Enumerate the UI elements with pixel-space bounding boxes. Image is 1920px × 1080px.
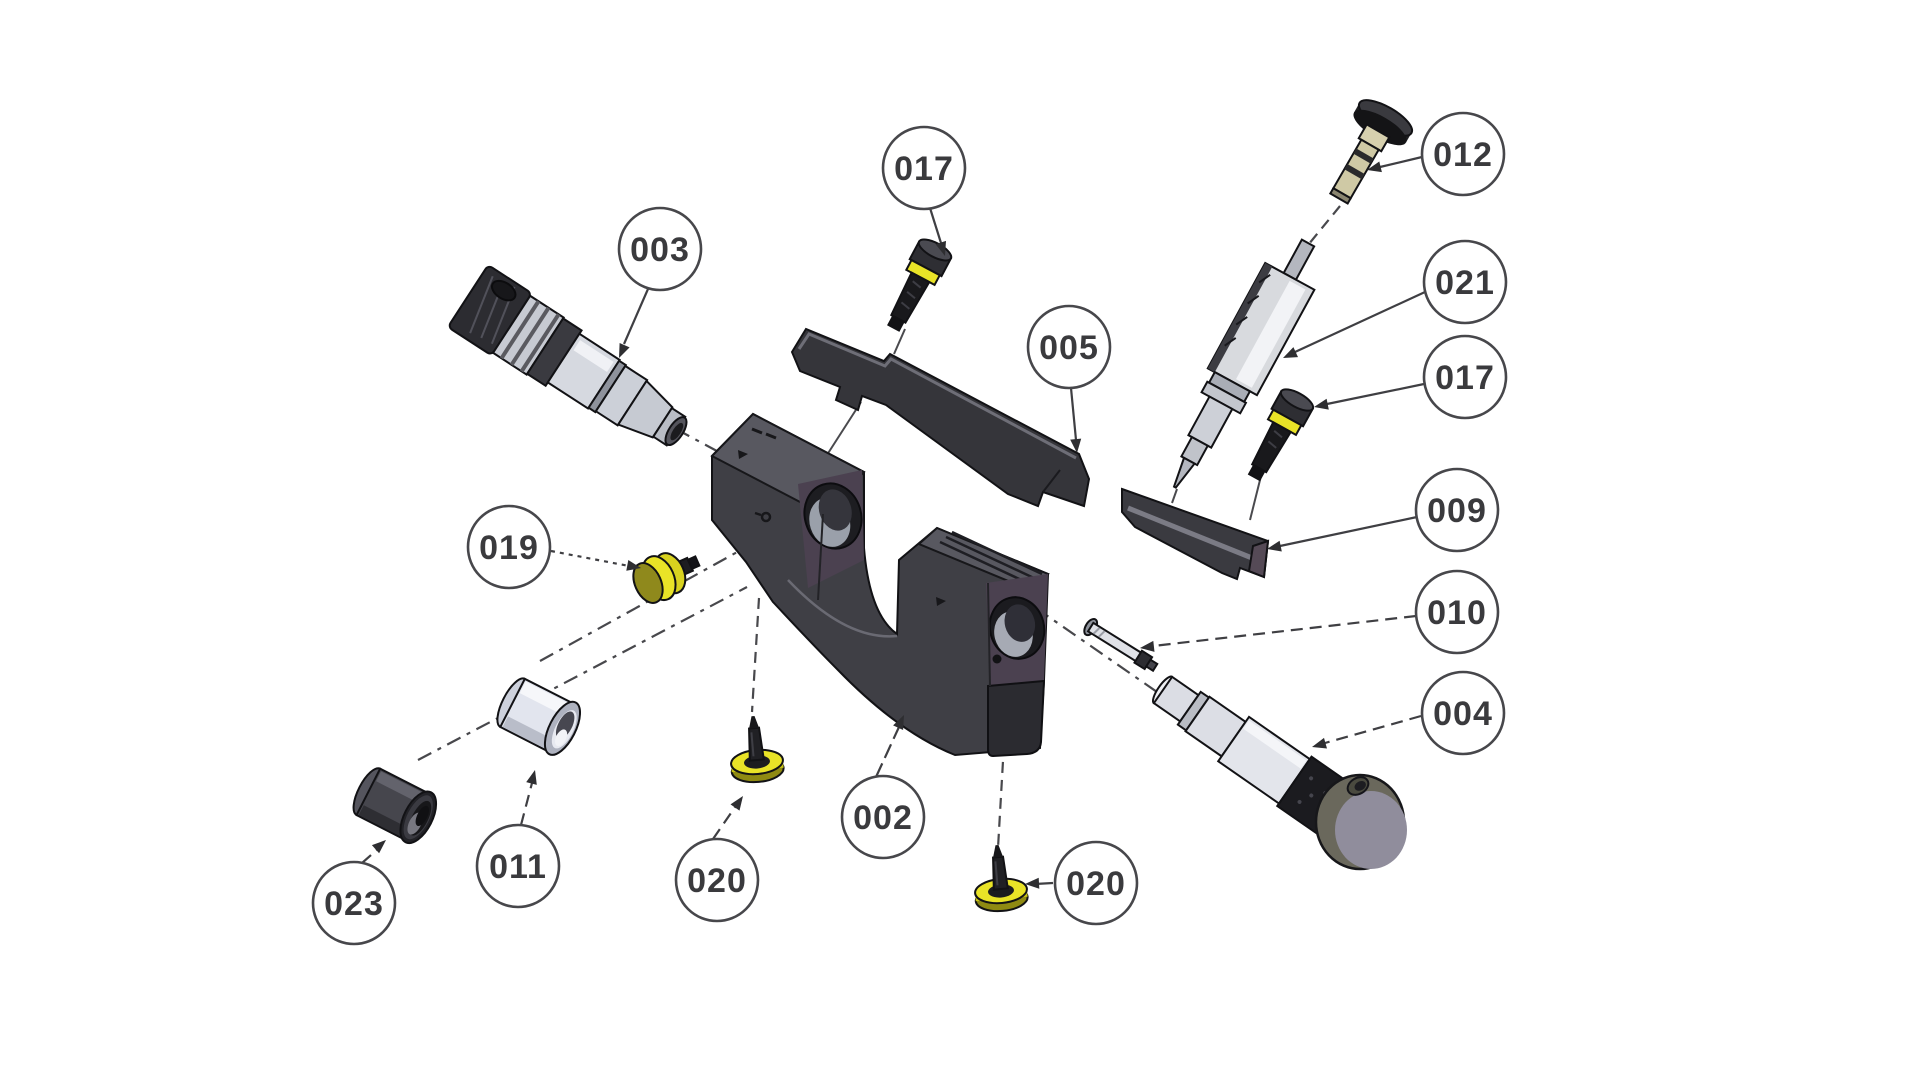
leader-011 <box>519 770 537 826</box>
part-012 <box>1328 99 1414 205</box>
balloon-003: 003 <box>617 206 703 292</box>
leaders <box>361 155 1426 889</box>
balloon-label: 023 <box>324 885 384 923</box>
axis-pin-to-cartridge <box>1035 607 1171 702</box>
leader-arrowhead <box>1283 347 1298 358</box>
leader-arrowhead <box>526 770 537 785</box>
balloon-label: 012 <box>1433 136 1493 174</box>
leader-023 <box>361 840 386 864</box>
leader-arrowhead <box>1267 540 1282 552</box>
leader-arrowhead <box>935 240 946 256</box>
balloon-023: 023 <box>311 860 397 946</box>
leader-arrowhead <box>1367 161 1382 173</box>
balloon-label: 009 <box>1427 492 1487 530</box>
leader-020-right <box>1025 877 1054 889</box>
balloon-017-right: 017 <box>1422 334 1508 420</box>
balloon-021: 021 <box>1422 239 1508 325</box>
balloon-label: 020 <box>1066 865 1126 903</box>
leader-019 <box>550 549 641 571</box>
part-019 <box>632 552 701 604</box>
body-small-hole-icon <box>992 654 1002 664</box>
leader-arrowhead <box>1140 640 1155 652</box>
balloon-019: 019 <box>466 504 552 590</box>
balloon-010: 010 <box>1414 569 1500 655</box>
leader-arrowhead <box>619 343 630 358</box>
body-bottom-block <box>987 679 1046 758</box>
balloon-label: 017 <box>1435 359 1495 397</box>
balloons: 017 012 003 021 005 017 009 019 <box>311 111 1508 946</box>
leader-arrowhead <box>626 560 641 571</box>
axis-screw012-to-021 <box>1303 205 1341 251</box>
balloon-label: 017 <box>894 150 954 188</box>
leader-017-right <box>1314 382 1425 410</box>
balloon-label: 003 <box>630 231 690 269</box>
balloon-label: 002 <box>853 799 913 837</box>
part-017-top <box>887 238 953 332</box>
balloon-011: 011 <box>475 823 561 909</box>
leader-arrowhead <box>1070 438 1082 453</box>
part-002 <box>710 412 1050 758</box>
part-023 <box>352 767 438 845</box>
leader-arrowhead <box>1025 877 1040 889</box>
balloon-017-top: 017 <box>881 125 967 211</box>
balloon-label: 004 <box>1433 695 1493 733</box>
part-017-right <box>1247 388 1315 482</box>
balloon-005: 005 <box>1026 304 1112 390</box>
leader-003 <box>619 288 650 358</box>
leader-004 <box>1312 714 1422 749</box>
leader-009 <box>1267 515 1418 552</box>
cap-hole-icon <box>490 279 517 302</box>
leader-arrowhead <box>893 715 904 730</box>
balloon-label: 011 <box>489 848 547 886</box>
balloon-020-left: 020 <box>674 837 760 923</box>
leader-017-top <box>928 207 946 256</box>
axis-021-to-009 <box>1171 488 1178 504</box>
part-009 <box>1121 487 1270 581</box>
balloon-label: 021 <box>1435 264 1495 302</box>
leader-arrowhead <box>1314 398 1329 410</box>
balloon-label: 020 <box>687 862 747 900</box>
cartridge-cap-face <box>1335 791 1407 869</box>
axis-setscrew-020-left <box>750 597 761 713</box>
balloon-label: 005 <box>1039 329 1099 367</box>
balloon-002: 002 <box>840 774 926 860</box>
part-020-left <box>730 716 785 784</box>
leader-012 <box>1367 155 1423 173</box>
balloon-label: 010 <box>1427 594 1487 632</box>
part-021 <box>1172 238 1316 489</box>
leader-020-left <box>712 796 743 840</box>
leader-arrowhead <box>371 840 386 854</box>
part-020-right <box>974 845 1029 913</box>
part-010 <box>1083 617 1159 673</box>
axis-screw017-top-a <box>893 328 906 355</box>
leader-002 <box>875 715 904 778</box>
balloon-label: 019 <box>479 529 539 567</box>
part-003 <box>448 265 688 447</box>
leader-arrowhead <box>1312 737 1327 749</box>
balloon-004: 004 <box>1420 670 1506 756</box>
leader-010 <box>1140 614 1417 652</box>
leader-arrowhead <box>730 796 743 811</box>
part-011 <box>496 677 582 756</box>
balloon-012: 012 <box>1420 111 1506 197</box>
leader-005 <box>1069 387 1082 453</box>
part-004 <box>1151 675 1407 871</box>
axis-bushings-to-body <box>417 586 748 761</box>
leader-021 <box>1283 291 1426 358</box>
balloon-009: 009 <box>1414 467 1500 553</box>
part-005 <box>790 327 1091 508</box>
balloon-020-right: 020 <box>1053 840 1139 926</box>
